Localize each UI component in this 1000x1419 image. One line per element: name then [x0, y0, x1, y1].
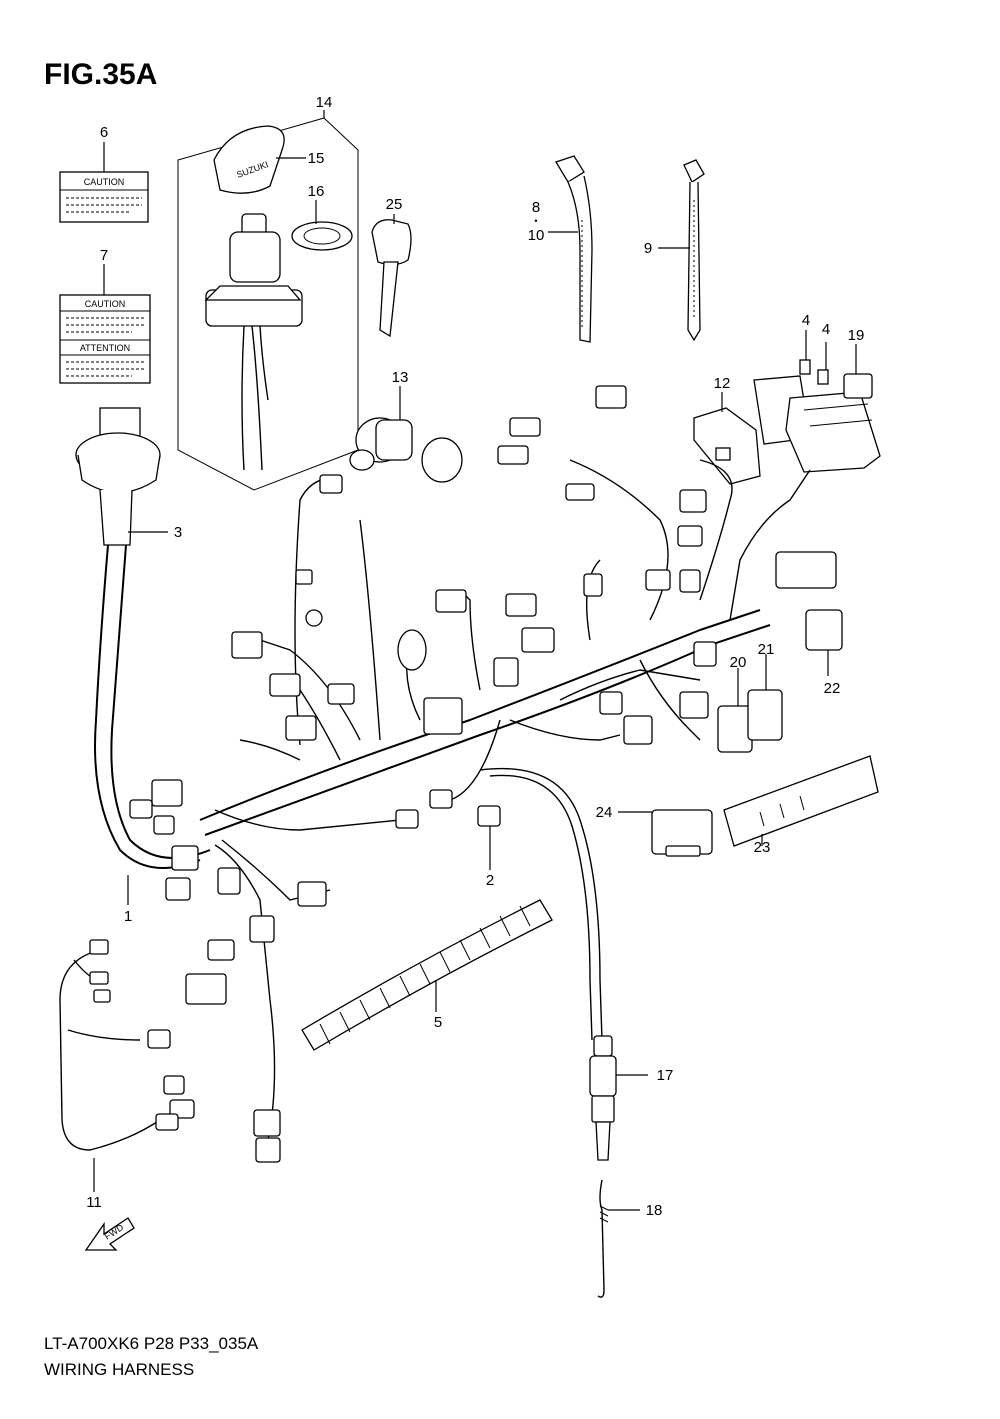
- callout-labels: 6 7 14 15 16 25 3 8 • 10 9 13 12 4 4 19 …: [86, 94, 864, 1219]
- cable-tie-part-8-10: [555, 155, 593, 343]
- callout-22: 22: [824, 680, 841, 697]
- callout-4-b: 4: [822, 321, 830, 338]
- connector-part-2: [477, 805, 501, 827]
- caution-label-text-2: CAUTION: [85, 299, 126, 309]
- caution-label-text: CAUTION: [84, 177, 125, 187]
- callout-16: 16: [308, 183, 325, 200]
- connector-part-22: [805, 609, 843, 651]
- fuse-part-4-b: [817, 369, 829, 385]
- attention-label-text: ATTENTION: [80, 343, 130, 353]
- callout-21: 21: [758, 641, 775, 658]
- unit-part-24: [651, 809, 713, 857]
- corrugated-tube-part-5: [301, 899, 553, 1051]
- callout-1: 1: [124, 908, 132, 925]
- harness-connectors: [129, 385, 837, 1163]
- svg-text:•: •: [534, 216, 537, 226]
- leader-lines: [93, 110, 857, 1211]
- callout-15: 15: [308, 150, 325, 167]
- sub-harness-part-11: [59, 939, 195, 1151]
- callout-10: 10: [528, 227, 545, 244]
- caution-attention-label-part-7: CAUTION ATTENTION: [59, 294, 151, 384]
- ignition-switch-assembly-part-14: SUZUKI: [177, 117, 359, 491]
- callout-25: 25: [386, 196, 403, 213]
- relay-part-21: [747, 689, 783, 741]
- relay-part-19: [843, 373, 873, 399]
- key-part-25: [371, 219, 412, 338]
- callout-12: 12: [714, 375, 731, 392]
- callout-20: 20: [730, 654, 747, 671]
- callout-17: 17: [657, 1067, 674, 1084]
- callout-4-a: 4: [802, 312, 810, 329]
- relay-part-20: [717, 705, 753, 753]
- caution-label-part-6: CAUTION: [59, 171, 149, 223]
- fwd-arrow: FWD: [84, 1217, 135, 1251]
- fuse-part-4-a: [799, 359, 811, 375]
- callout-13: 13: [392, 369, 409, 386]
- callout-2: 2: [486, 872, 494, 889]
- callout-6: 6: [100, 124, 108, 141]
- bracket-part-12: [693, 407, 761, 485]
- footer-title: WIRING HARNESS: [44, 1360, 195, 1379]
- callout-14: 14: [316, 94, 333, 111]
- grommet-part-3: [75, 407, 211, 869]
- callout-5: 5: [434, 1014, 442, 1031]
- main-harness-part-1: [199, 459, 811, 1141]
- callout-3: 3: [174, 524, 182, 541]
- spring-clip-part-18: [597, 1179, 609, 1298]
- cable-tie-part-9: [683, 159, 705, 342]
- callout-18: 18: [646, 1202, 663, 1219]
- callout-19: 19: [848, 327, 865, 344]
- callout-9: 9: [644, 240, 652, 257]
- socket-part-13: [349, 417, 463, 483]
- footer-code: LT-A700XK6 P28 P33_035A: [44, 1334, 259, 1353]
- bracket-part-23: [723, 755, 879, 847]
- oxygen-sensor-part-17: [479, 767, 617, 1161]
- callout-24: 24: [596, 804, 613, 821]
- fuse-box: [753, 375, 881, 473]
- callout-7: 7: [100, 247, 108, 264]
- callout-11: 11: [86, 1194, 102, 1211]
- callout-8: 8: [532, 199, 540, 216]
- figure-title: FIG.35A: [44, 58, 158, 91]
- callout-23: 23: [754, 839, 771, 856]
